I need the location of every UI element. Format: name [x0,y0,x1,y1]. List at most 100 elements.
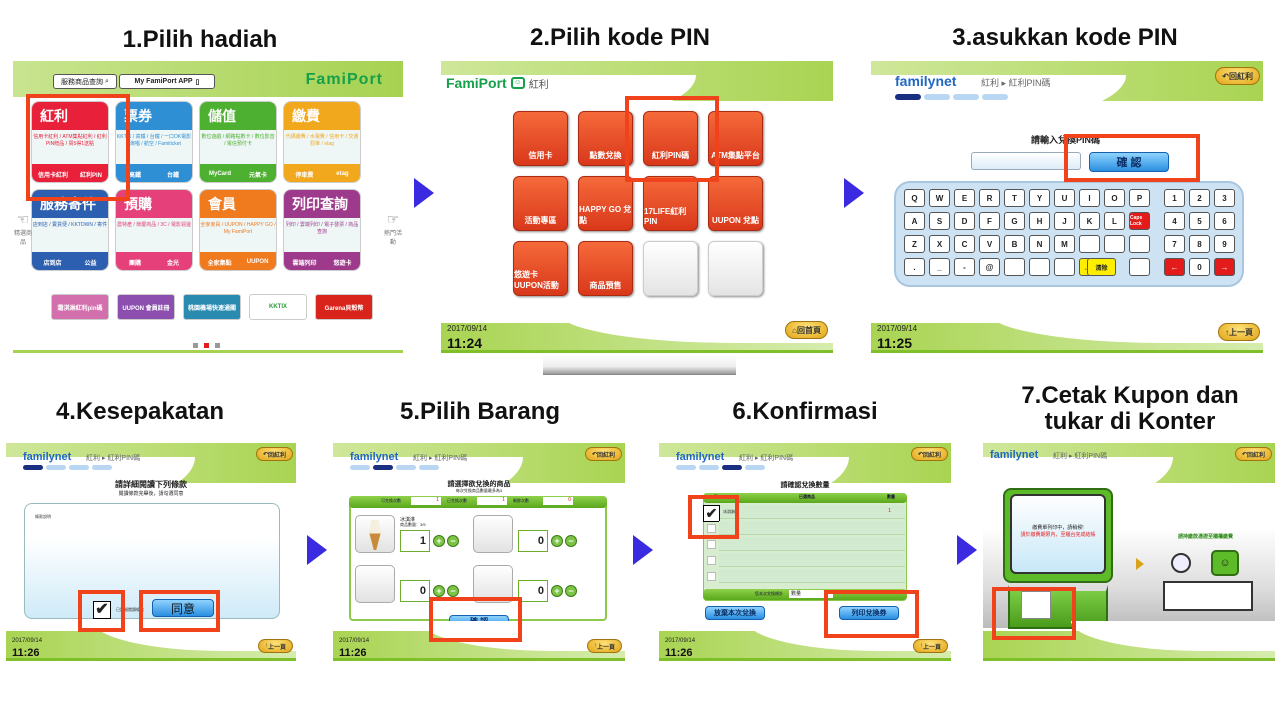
keyboard-key[interactable]: R [979,189,1000,207]
tile-shortcut[interactable]: MyCard [208,171,231,177]
keyboard-key[interactable]: K [1079,212,1100,230]
keyboard-key[interactable]: P [1129,189,1150,207]
quantity-field[interactable]: 0 [518,530,548,552]
back-to-bonus-button[interactable]: ↶回紅利 [1234,447,1272,461]
back-to-bonus-button[interactable]: ↶回紅利 [255,447,293,461]
plus-button[interactable]: + [433,585,445,597]
numpad-key[interactable]: 4 [1164,212,1185,230]
keyboard-key[interactable]: - [954,258,975,276]
keyboard-key[interactable] [1129,258,1150,276]
delete-checkbox[interactable] [707,572,716,581]
tile-shortcut[interactable]: 金光 [166,260,179,267]
bonus-option-tile[interactable]: 信用卡 [513,111,568,166]
tile-shortcut[interactable]: UUPON [246,259,269,265]
keyboard-key[interactable]: W [929,189,950,207]
keyboard-key[interactable]: Caps Lock [1129,212,1150,230]
promo-banner[interactable]: 霜淇淋紅利pin碼 [51,294,109,320]
tile-shortcut[interactable]: 全家集點 [207,260,232,267]
tile-shortcut[interactable]: etag [336,171,349,177]
back-to-bonus-button[interactable]: ↶回紅利 [584,447,622,461]
pager-dot-active[interactable] [204,343,209,348]
tile-shortcut[interactable]: 紅利PIN [79,172,102,179]
tile-shortcut[interactable]: 公益 [84,260,97,267]
abandon-button[interactable]: 放棄本次兌換 [705,606,765,620]
keyboard-key[interactable]: N [1029,235,1050,253]
numpad-key[interactable]: 2 [1189,189,1210,207]
tile-shortcut[interactable]: 高鐵 [128,172,141,179]
back-to-bonus-button[interactable]: ↶回紅利 [1215,67,1260,85]
keyboard-key[interactable] [1029,258,1050,276]
previous-page-button[interactable]: ↑上一頁 [1218,323,1260,341]
numpad-key[interactable]: 6 [1214,212,1235,230]
bonus-option-tile[interactable] [643,241,698,296]
keyboard-key[interactable]: . [904,258,925,276]
famiport-app-button[interactable]: My FamiPort APP▯ [119,74,215,89]
numpad-key[interactable]: 0 [1189,258,1210,276]
previous-page-button[interactable]: ↑上一頁 [586,639,622,653]
confirm-button[interactable]: 確 認 [1089,152,1169,172]
keyboard-key[interactable] [1079,235,1100,253]
keyboard-key[interactable]: D [954,212,975,230]
quantity-field[interactable]: 1 [400,530,430,552]
bonus-option-tile[interactable]: UUPON 兌點 [708,176,763,231]
keyboard-key[interactable]: _ [929,258,950,276]
keyboard-key[interactable]: H [1029,212,1050,230]
item-image[interactable] [473,515,513,553]
numpad-key[interactable]: ← [1164,258,1185,276]
category-tile[interactable]: 預購農特產 / 節慶商品 / 3C / 電影週邊團購金光 [115,189,193,271]
keyboard-key[interactable]: S [929,212,950,230]
keyboard-key[interactable]: E [954,189,975,207]
promo-banner[interactable]: KKTIX [249,294,307,320]
keyboard-key[interactable]: U [1054,189,1075,207]
pager-dot[interactable] [215,343,220,348]
tile-shortcut[interactable]: 信用卡紅利 [37,172,68,179]
service-search-button[interactable]: 服務商品查詢⌕ [53,74,117,89]
keyboard-key[interactable]: Z [904,235,925,253]
keyboard-key[interactable]: O [1104,189,1125,207]
keyboard-key[interactable]: V [979,235,1000,253]
keyboard-key[interactable]: X [929,235,950,253]
numpad-key[interactable]: 7 [1164,235,1185,253]
minus-button[interactable]: − [565,535,577,547]
delete-checkbox[interactable] [707,556,716,565]
bonus-option-tile[interactable]: 活動專區 [513,176,568,231]
numpad-key[interactable]: 5 [1189,212,1210,230]
keyboard-key[interactable]: F [979,212,1000,230]
pin-input[interactable] [971,152,1081,170]
numpad-key[interactable]: 9 [1214,235,1235,253]
tile-shortcut[interactable]: 停車費 [295,172,314,179]
keyboard-key[interactable] [1129,235,1150,253]
keyboard-key[interactable]: Q [904,189,925,207]
previous-page-button[interactable]: ↑上一頁 [257,639,293,653]
bonus-option-tile[interactable]: 點數兌換 [578,111,633,166]
featured-products-nav[interactable]: ☜ 精選商品 [13,211,33,246]
delete-checkbox[interactable] [707,524,716,533]
pager-dot[interactable] [193,343,198,348]
keyboard-key[interactable]: 清除 [1087,258,1116,276]
keyboard-key[interactable]: J [1054,212,1075,230]
keyboard-key[interactable]: Y [1029,189,1050,207]
numpad-key[interactable]: 1 [1164,189,1185,207]
promo-banner[interactable]: 桃園機場快速通關 [183,294,241,320]
plus-button[interactable]: + [551,535,563,547]
home-button[interactable]: ⌂回首頁 [785,321,828,339]
keyboard-key[interactable]: @ [979,258,1000,276]
agree-button[interactable]: 同意 [152,599,214,617]
previous-page-button[interactable]: ↑上一頁 [912,639,948,653]
plus-button[interactable]: + [433,535,445,547]
numpad-key[interactable]: 8 [1189,235,1210,253]
item-image[interactable] [355,515,395,553]
tile-shortcut[interactable]: 元氣卡 [248,172,267,179]
keyboard-key[interactable] [1104,235,1125,253]
agree-checkbox[interactable]: ✔ [93,601,111,619]
keyboard-key[interactable] [1004,258,1025,276]
bonus-option-tile[interactable]: 商品預售 [578,241,633,296]
item-image[interactable] [473,565,513,603]
print-coupon-button[interactable]: 列印兌換券 [839,606,899,620]
tile-shortcut[interactable]: 雲端列印 [292,260,317,267]
promo-banner[interactable]: UUPON 會員註冊 [117,294,175,320]
